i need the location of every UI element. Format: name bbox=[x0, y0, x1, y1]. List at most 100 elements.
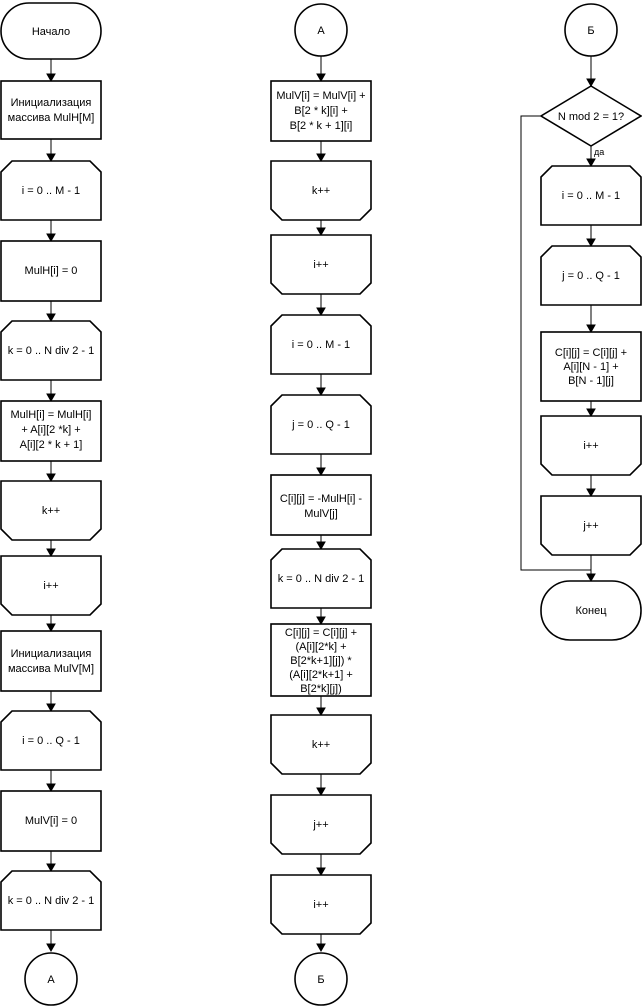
mulv-zero-label: MulV[i] = 0 bbox=[25, 815, 77, 827]
arrowhead bbox=[316, 73, 326, 83]
arrowhead bbox=[46, 153, 56, 163]
mulv-calc-line1: MulV[i] = MulV[i] + bbox=[276, 90, 365, 102]
arrowhead bbox=[316, 227, 326, 237]
arrowhead bbox=[586, 488, 596, 498]
j-inc-label: j++ bbox=[312, 819, 328, 831]
connector-b-out[interactable] bbox=[294, 952, 348, 1006]
c-init-line1: C[i][j] = -MulH[i] - bbox=[280, 493, 363, 505]
arrowhead bbox=[46, 473, 56, 483]
start-label: Начало bbox=[32, 26, 70, 38]
loop-start-i-m[interactable] bbox=[0, 160, 102, 221]
c-calc-process[interactable] bbox=[270, 623, 372, 697]
loop-start-i-m[interactable] bbox=[270, 314, 372, 375]
arrowhead bbox=[586, 78, 596, 88]
mulh-calc-line1: MulH[i] = MulH[i] bbox=[11, 409, 92, 421]
c-init-process[interactable] bbox=[270, 474, 372, 536]
mulv-zero-process[interactable] bbox=[0, 790, 102, 852]
loop-end-k2[interactable] bbox=[270, 714, 372, 775]
c-calc-line3: B[2*k+1][j]) * bbox=[290, 655, 352, 667]
arrowhead bbox=[586, 158, 596, 168]
arrowhead bbox=[316, 707, 326, 717]
loop-end-i[interactable] bbox=[540, 415, 642, 476]
connector-a-out[interactable] bbox=[24, 952, 78, 1006]
loop-start-i-q[interactable] bbox=[0, 710, 102, 771]
loop-end-j[interactable] bbox=[270, 794, 372, 855]
loop-start-j-q[interactable] bbox=[270, 394, 372, 455]
mulv-calc-line2: B[2 * k][i] + bbox=[294, 105, 348, 117]
k-inc-label: k++ bbox=[42, 505, 60, 517]
arrowhead bbox=[46, 313, 56, 323]
mulh-zero-label: MulH[i] = 0 bbox=[25, 265, 78, 277]
loop-end-i2[interactable] bbox=[270, 874, 372, 935]
mulh-calc-line3: A[i][2 * k + 1] bbox=[20, 439, 83, 451]
arrowhead bbox=[316, 867, 326, 877]
loop-end-i[interactable] bbox=[0, 555, 102, 616]
c-calc-line4: (A[i][2*k+1] + bbox=[289, 669, 353, 681]
k-inc-label: k++ bbox=[312, 185, 330, 197]
edge-no-bypass bbox=[520, 115, 591, 571]
init-mulh-line2: массива MulH[M] bbox=[8, 112, 95, 124]
mulv-calc-line3: B[2 * k + 1][i] bbox=[290, 120, 353, 132]
connector-a-out-label: А bbox=[47, 974, 55, 986]
mulh-calc-line2: + A[i][2 *k] + bbox=[21, 424, 80, 436]
init-mulv-process[interactable] bbox=[0, 630, 102, 692]
column-2: А MulV[i] = MulV[i] + B[2 * k][i] + B[2 … bbox=[270, 3, 372, 1006]
arrowhead bbox=[46, 783, 56, 793]
loop-start-k2[interactable] bbox=[0, 870, 102, 931]
mulv-calc-process[interactable] bbox=[270, 80, 372, 142]
loop-k-label: k = 0 .. N div 2 - 1 bbox=[278, 573, 365, 585]
init-mulh-process[interactable] bbox=[0, 80, 102, 140]
i-inc-label: i++ bbox=[43, 580, 58, 592]
decision-label: N mod 2 = 1? bbox=[558, 111, 624, 123]
c-calc-line1: C[i][j] = C[i][j] + bbox=[285, 627, 357, 639]
loop-k-label: k = 0 .. N div 2 - 1 bbox=[8, 345, 95, 357]
arrowhead bbox=[586, 408, 596, 418]
k-inc2-label: k++ bbox=[312, 739, 330, 751]
loop-end-j[interactable] bbox=[540, 495, 642, 556]
init-mulh-line1: Инициализация bbox=[11, 97, 92, 109]
loop-end-k[interactable] bbox=[0, 480, 102, 541]
arrowhead bbox=[46, 623, 56, 633]
j-inc-label: j++ bbox=[582, 520, 598, 532]
i-inc-label: i++ bbox=[313, 259, 328, 271]
c-calc-line2: (A[i][2*k] + bbox=[295, 641, 346, 653]
i-inc-label: i++ bbox=[583, 440, 598, 452]
arrowhead bbox=[316, 153, 326, 163]
yes-label: да bbox=[594, 147, 604, 157]
loop-i-m-label: i = 0 .. M - 1 bbox=[292, 339, 350, 351]
arrowhead bbox=[316, 467, 326, 477]
connector-b-in-label: Б bbox=[587, 25, 594, 37]
arrowhead bbox=[586, 238, 596, 248]
arrowhead bbox=[316, 787, 326, 797]
i-inc2-label: i++ bbox=[313, 899, 328, 911]
loop-end-k[interactable] bbox=[270, 160, 372, 221]
loop-end-i[interactable] bbox=[270, 234, 372, 295]
arrowhead bbox=[316, 307, 326, 317]
mulh-zero-process[interactable] bbox=[0, 240, 102, 302]
loop-j-q-label: j = 0 .. Q - 1 bbox=[561, 270, 620, 282]
arrowhead bbox=[46, 863, 56, 873]
loop-i-m-label: i = 0 .. M - 1 bbox=[22, 185, 80, 197]
arrowhead bbox=[586, 573, 596, 583]
loop-i-q-label: i = 0 .. Q - 1 bbox=[22, 735, 80, 747]
arrowhead bbox=[316, 541, 326, 551]
connector-b-out-label: Б bbox=[317, 974, 324, 986]
loop-start-i-m[interactable] bbox=[540, 165, 642, 226]
loop-start-k[interactable] bbox=[270, 548, 372, 609]
c-init-line2: MulV[j] bbox=[304, 508, 338, 520]
connector-a-in-label: А bbox=[317, 25, 325, 37]
init-mulv-line2: массива MulV[M] bbox=[8, 663, 94, 675]
arrowhead bbox=[316, 387, 326, 397]
init-mulv-line1: Инициализация bbox=[11, 648, 92, 660]
end-terminator[interactable] bbox=[540, 580, 642, 641]
arrowhead bbox=[46, 548, 56, 558]
arrowhead bbox=[316, 616, 326, 626]
c-calc-line1: C[i][j] = C[i][j] + bbox=[555, 347, 627, 359]
c-calc-line2: A[i][N - 1] + bbox=[563, 361, 618, 373]
arrowhead bbox=[46, 943, 56, 953]
arrowhead bbox=[46, 393, 56, 403]
arrowhead bbox=[46, 703, 56, 713]
loop-start-j-q[interactable] bbox=[540, 245, 642, 306]
loop-start-k[interactable] bbox=[0, 320, 102, 381]
